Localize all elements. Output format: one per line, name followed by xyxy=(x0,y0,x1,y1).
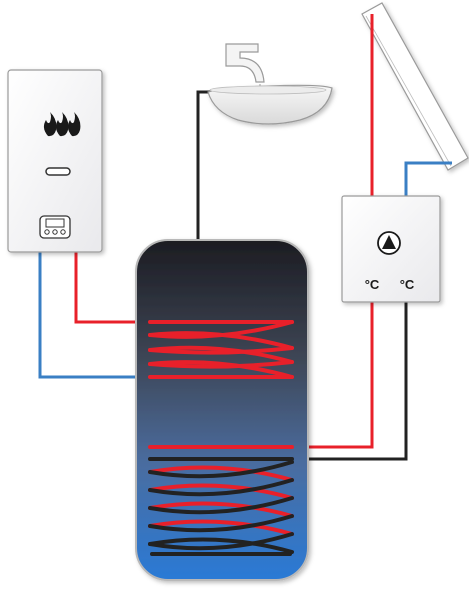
boiler-display xyxy=(45,218,65,228)
boiler-body xyxy=(7,69,103,253)
solar-loop-pipes xyxy=(292,14,452,461)
boiler-hot-pipe xyxy=(74,252,150,324)
storage-tank xyxy=(135,239,309,581)
solar-collector xyxy=(361,2,469,171)
boiler-badge xyxy=(45,167,71,176)
tank-to-controller-return-pipe xyxy=(292,302,408,461)
temp-label-tank: °C xyxy=(400,277,415,292)
solar-cold-pipe xyxy=(404,161,452,196)
sink xyxy=(207,43,333,125)
boiler-knob-mid xyxy=(52,229,58,235)
gas-boiler xyxy=(7,69,103,253)
controller-to-tank-hot-pipe xyxy=(292,302,374,449)
temp-label-collector: °C xyxy=(365,277,380,292)
solar-controller: °C °C xyxy=(341,195,441,303)
boiler-pipes xyxy=(38,252,150,379)
solar-collector-icon xyxy=(361,2,469,171)
pump-triangle-icon xyxy=(382,235,396,249)
boiler-cold-pipe xyxy=(38,252,150,379)
upper-heat-exchanger-coil xyxy=(148,320,294,379)
boiler-knob-right xyxy=(60,229,66,235)
lower-heat-exchanger-coil xyxy=(148,445,294,556)
boiler-knob-left xyxy=(44,229,50,235)
flame-icon xyxy=(43,112,81,137)
faucet-icon xyxy=(225,43,265,83)
hot-water-supply-pipe xyxy=(196,90,226,240)
